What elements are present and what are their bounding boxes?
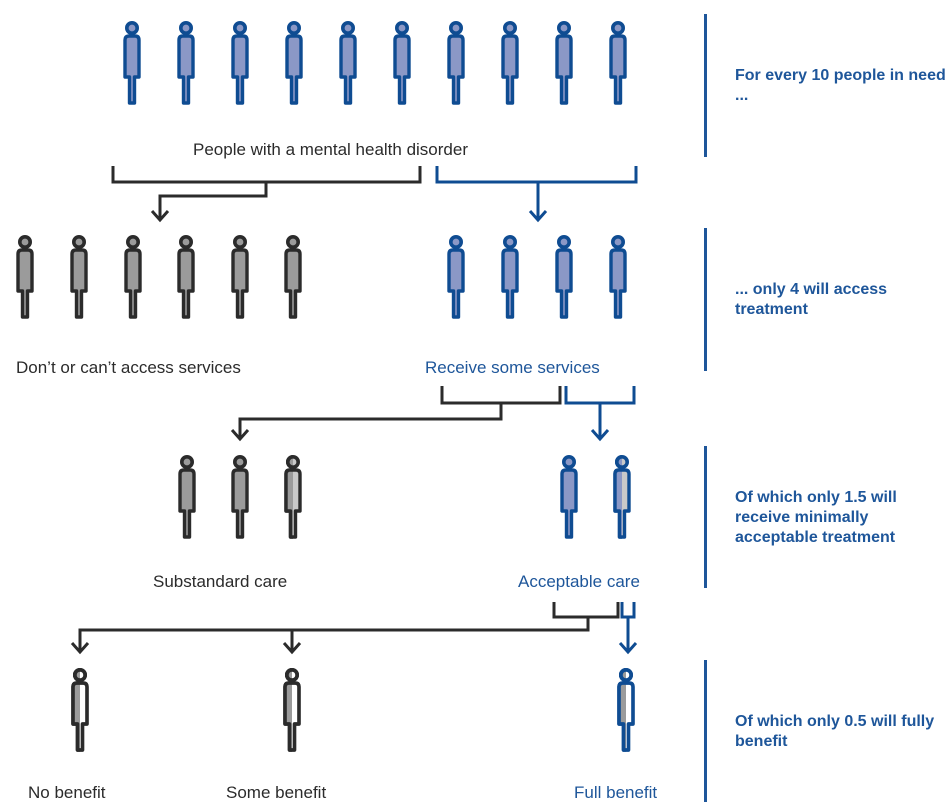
person-icon-tier1-10 xyxy=(609,20,627,105)
label-some-benefit: Some benefit xyxy=(226,783,327,802)
person-icon-tier1-3 xyxy=(231,20,249,105)
label-acceptable-care: Acceptable care xyxy=(518,572,640,591)
person-icon-acceptable-2 xyxy=(613,454,631,539)
bracket-no-access xyxy=(111,166,422,184)
person-icon-full-benefit xyxy=(617,667,635,752)
note-every-10-people: For every 10 people in need ... xyxy=(735,67,946,104)
person-icon-receives-2 xyxy=(501,235,519,319)
arrow-down-icon-some-benefit xyxy=(282,642,302,655)
person-icon-substandard-2 xyxy=(231,454,249,539)
connector-no-benefit xyxy=(78,617,590,650)
person-icon-no-benefit xyxy=(71,667,89,752)
note-only-1-5-acceptable: Of which only 1.5 will receive minimally… xyxy=(735,489,897,546)
person-icon-acceptable-1 xyxy=(560,454,578,539)
person-icon-no-access-4 xyxy=(177,235,195,319)
divider-tier-2 xyxy=(704,228,707,371)
label-no-benefit: No benefit xyxy=(28,783,106,802)
person-icon-no-access-2 xyxy=(70,235,88,319)
person-icon-tier1-8 xyxy=(501,20,519,105)
person-icon-tier1-5 xyxy=(339,20,357,105)
person-icon-tier1-4 xyxy=(285,20,303,105)
person-icon-receives-1 xyxy=(447,235,465,319)
arrow-down-icon-acceptable xyxy=(590,429,610,442)
divider-tier-4 xyxy=(704,660,707,802)
note-only-4-access: ... only 4 will access treatment xyxy=(735,281,888,318)
connector-substandard xyxy=(238,403,503,437)
person-icon-tier1-1 xyxy=(123,20,141,105)
arrow-down-icon-no-access xyxy=(150,210,170,223)
arrow-down-icon-no-benefit xyxy=(70,642,90,655)
label-people-with-disorder: People with a mental health disorder xyxy=(193,140,468,159)
bracket-receives xyxy=(435,166,638,184)
person-icon-receives-4 xyxy=(609,235,627,319)
connector-no-access xyxy=(158,182,268,218)
bracket-substandard xyxy=(440,386,562,405)
divider-tier-1 xyxy=(704,14,707,157)
divider-tier-3 xyxy=(704,446,707,588)
person-icon-substandard-3 xyxy=(284,454,302,539)
bracket-acceptable xyxy=(564,386,636,405)
person-icon-tier1-9 xyxy=(555,20,573,105)
bracket-partial-benefit xyxy=(552,602,620,619)
label-substandard-care: Substandard care xyxy=(153,572,288,591)
person-icon-no-access-5 xyxy=(231,235,249,319)
person-icon-no-access-3 xyxy=(124,235,142,319)
person-icon-tier1-7 xyxy=(447,20,465,105)
arrow-down-icon-full-benefit xyxy=(618,642,638,655)
note-only-0-5-benefit: Of which only 0.5 will fully benefit xyxy=(735,713,935,750)
person-icon-receives-3 xyxy=(555,235,573,319)
person-icon-no-access-1 xyxy=(16,235,34,319)
person-icon-substandard-1 xyxy=(178,454,196,539)
person-icon-tier1-6 xyxy=(393,20,411,105)
label-no-access: Don’t or can’t access services xyxy=(16,358,241,377)
label-receive-services: Receive some services xyxy=(425,358,600,377)
bracket-full-benefit xyxy=(620,602,636,619)
arrow-down-icon-receives xyxy=(528,210,548,223)
arrow-down-icon-substandard xyxy=(230,429,250,442)
person-icon-some-benefit xyxy=(283,667,301,752)
person-icon-no-access-6 xyxy=(284,235,302,319)
person-icon-tier1-2 xyxy=(177,20,195,105)
label-full-benefit: Full benefit xyxy=(574,783,658,802)
